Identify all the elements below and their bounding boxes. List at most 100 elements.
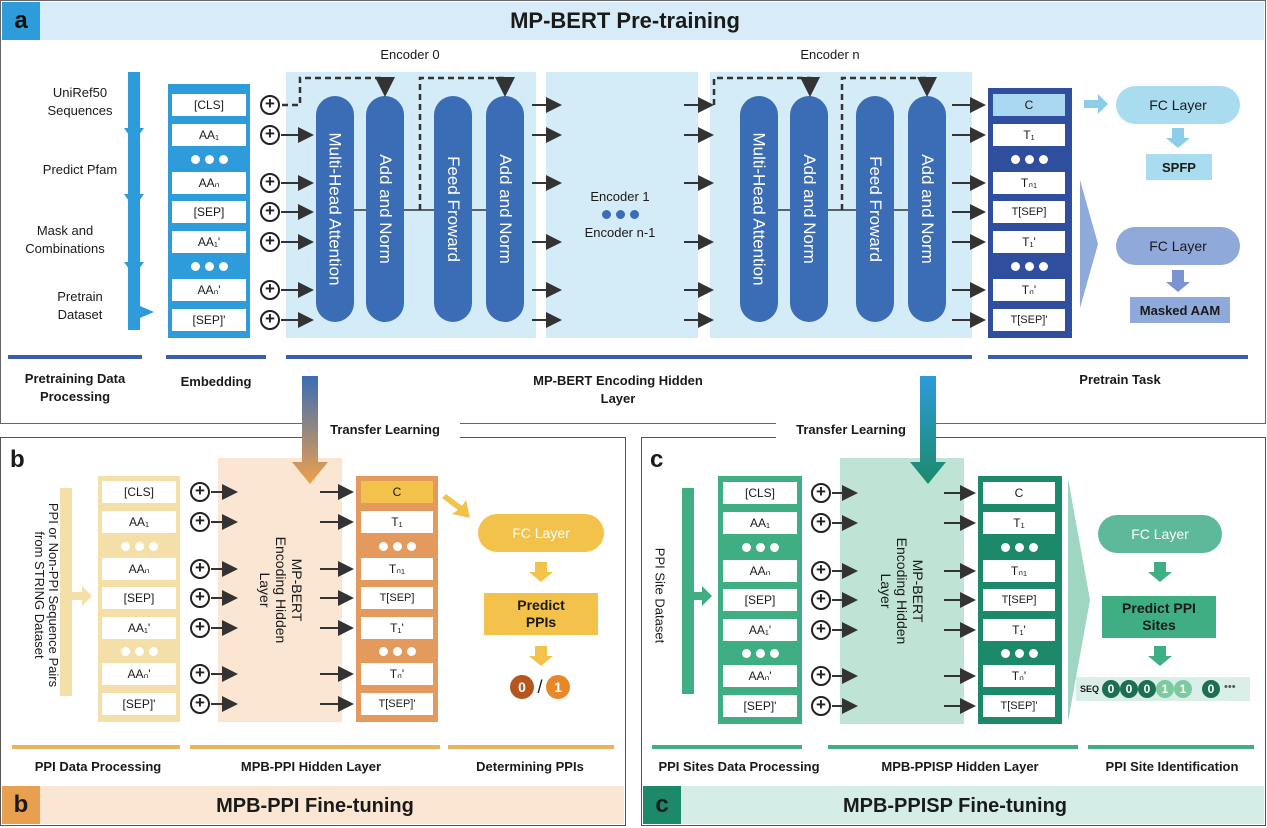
plus-icon: + (260, 95, 280, 115)
separator (828, 745, 1078, 749)
seq-item-5: 0 (1202, 680, 1220, 698)
fc-layer-2: FC Layer (1116, 227, 1240, 265)
plus-icon: + (190, 512, 210, 532)
c-in-aan: AAₙ (723, 560, 797, 582)
ppisite-hidden-label: MP-BERT Encoding Hidden Layer (878, 537, 926, 645)
section-ppi-data: PPI Data Processing (34, 759, 162, 774)
section-ppi-hidden: MPB-PPI Hidden Layer (240, 759, 382, 774)
section-embedding: Embedding (180, 374, 252, 389)
panel-c-letter-bottom: c (643, 786, 681, 824)
encoder-n-label: Encoder n (800, 47, 860, 62)
panel-b-letter: b (10, 446, 25, 473)
section-encoding: MP-BERT Encoding Hidden Layer (533, 373, 703, 406)
seq-item-2: 0 (1138, 680, 1156, 698)
step-predict-pfam: Predict Pfam (42, 162, 118, 177)
b-in-dots-1 (102, 539, 176, 553)
c-in-dots-2 (723, 646, 797, 660)
b-out-t1: T₁ (361, 511, 433, 533)
panel-b-letter-bottom: b (2, 786, 40, 824)
plus-icon: + (260, 280, 280, 300)
plus-icon: + (190, 664, 210, 684)
encoder-dots (590, 208, 650, 220)
panel-b-footer (2, 786, 624, 824)
step-mask-combinations: Mask and Combinations (25, 223, 105, 256)
out-tsepp: T[SEP]' (993, 309, 1065, 331)
task-masked-aam: Masked AAM (1130, 297, 1230, 323)
seq-item-1: 0 (1120, 680, 1138, 698)
section-ppisite-hidden: MPB-PPISP Hidden Layer (881, 759, 1039, 774)
plus-icon: + (811, 483, 831, 503)
c-out-tsepp: T[SEP]' (983, 695, 1055, 717)
c-in-sep: [SEP] (723, 589, 797, 611)
out-dots-1 (993, 152, 1065, 166)
ppisite-dataset-label: PPI Site Dataset (652, 547, 668, 643)
c-in-sepp: [SEP]' (723, 695, 797, 717)
b-out-tsep: T[SEP] (361, 587, 433, 609)
plus-icon: + (811, 696, 831, 716)
c-out-tnp: Tₙ' (983, 665, 1055, 687)
separator (8, 355, 142, 359)
embed-aanp: AAₙ' (172, 279, 246, 301)
b-in-sepp: [SEP]' (102, 693, 176, 715)
embed-aa1: AA₁ (172, 124, 246, 146)
b-out-c: C (361, 481, 433, 503)
out-c: C (993, 94, 1065, 116)
plus-icon: + (260, 125, 280, 145)
plus-icon: + (190, 694, 210, 714)
separator (988, 355, 1248, 359)
embed-dots-2 (172, 259, 246, 273)
panel-c-title: MPB-PPISP Fine-tuning (842, 794, 1068, 817)
ppi-one: 1 (546, 675, 570, 699)
c-in-aanp: AAₙ' (723, 665, 797, 687)
plus-icon: + (811, 513, 831, 533)
encoder-n1-label: Encoder n-1 (584, 225, 656, 240)
block-add-norm-0a: Add and Norm (366, 96, 404, 322)
separator (286, 355, 972, 359)
seq-ellipsis: ••• (1224, 681, 1236, 693)
c-out-dots-2 (983, 646, 1055, 660)
out-t1p: T₁' (993, 231, 1065, 253)
b-in-aan: AAₙ (102, 558, 176, 580)
b-in-aa1: AA₁ (102, 511, 176, 533)
separator (448, 745, 614, 749)
plus-icon: + (190, 618, 210, 638)
fc-layer-1: FC Layer (1116, 86, 1240, 124)
block-feed-forward-0: Feed Froward (434, 96, 472, 322)
block-feed-forward-n: Feed Froward (856, 96, 894, 322)
plus-icon: + (260, 173, 280, 193)
seq-label: SEQ (1080, 684, 1100, 694)
separator (12, 745, 180, 749)
plus-icon: + (260, 202, 280, 222)
b-out-tnp: Tₙ' (361, 663, 433, 685)
transfer-learning-b: Transfer Learning (310, 420, 460, 440)
b-out-tn1: Tₙ₁ (361, 558, 433, 580)
c-in-aa1p: AA₁' (723, 619, 797, 641)
ppisite-hidden-region (840, 458, 964, 724)
plus-icon: + (190, 559, 210, 579)
panel-c (641, 437, 1266, 826)
plus-icon: + (190, 588, 210, 608)
c-in-cls: [CLS] (723, 482, 797, 504)
ppisite-dataset-bar (682, 488, 694, 694)
embed-aan: AAₙ (172, 172, 246, 194)
ppi-dataset-bar (60, 488, 72, 696)
b-in-aanp: AAₙ' (102, 663, 176, 685)
predict-ppi-sites: Predict PPI Sites (1102, 596, 1216, 638)
task-spfp: SPFP (1146, 154, 1212, 180)
seq-item-3: 1 (1156, 680, 1174, 698)
c-out-t1p: T₁' (983, 619, 1055, 641)
c-out-tsep: T[SEP] (983, 589, 1055, 611)
out-t1: T₁ (993, 124, 1065, 146)
b-in-aa1p: AA₁' (102, 617, 176, 639)
b-out-tsepp: T[SEP]' (361, 693, 433, 715)
b-out-dots-1 (361, 539, 433, 553)
out-tnp: Tₙ' (993, 279, 1065, 301)
separator (166, 355, 266, 359)
step-uniref50: UniRef50 Sequences (47, 85, 113, 118)
predict-ppis: Predict PPIs (484, 593, 598, 635)
block-multi-head-attention-n: Multi-Head Attention (740, 96, 778, 322)
panel-b-title: MPB-PPI Fine-tuning (216, 794, 414, 817)
ppi-hidden-region (218, 458, 342, 722)
seq-item-4: 1 (1174, 680, 1192, 698)
step-pretrain-dataset: Pretrain Dataset (57, 289, 103, 322)
